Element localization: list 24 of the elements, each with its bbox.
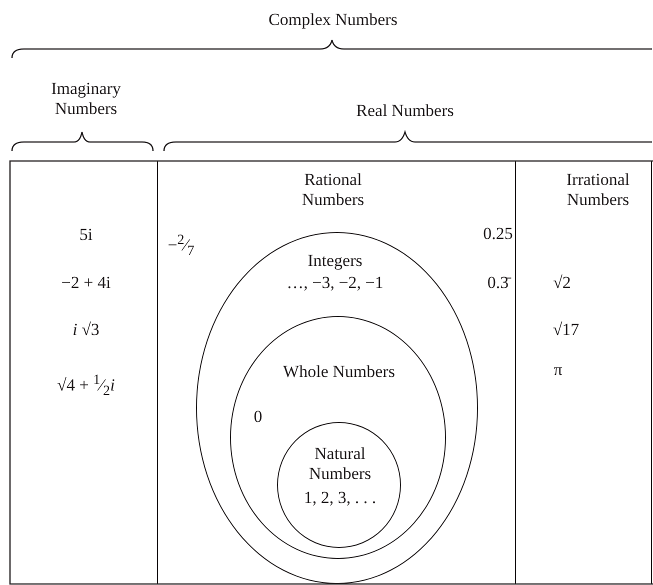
set-label: Real Numbers	[356, 101, 454, 121]
number-example: √2	[553, 273, 571, 293]
number-example: √17	[552, 320, 580, 340]
number-example: 0.25	[483, 224, 513, 244]
set-label: Rational Numbers	[300, 170, 366, 210]
number-example: 0.3̄	[487, 273, 509, 293]
number-example: 0	[254, 407, 262, 427]
set-ellipse	[196, 232, 478, 584]
number-example: 5i	[79, 225, 93, 245]
number-example: √4 + $^{1}$⁄$_{2}$i	[57, 371, 115, 402]
set-label: Natural Numbers	[308, 444, 372, 484]
set-label: Whole Numbers	[283, 362, 395, 382]
number-example: −2 + 4i	[61, 273, 111, 293]
number-example: i √3	[72, 320, 100, 340]
number-example: −$^{2}$⁄$_{7}$	[168, 231, 194, 262]
number-example: π	[554, 360, 562, 380]
set-label: Integers	[308, 251, 362, 271]
set-label: Irrational Numbers	[565, 170, 631, 210]
set-label: Complex Numbers	[268, 10, 398, 30]
number-example: 1, 2, 3, . . .	[304, 488, 376, 508]
set-ellipse	[230, 316, 446, 559]
set-circle	[277, 422, 401, 548]
number-example: …, −3, −2, −1	[286, 273, 384, 293]
set-label: Imaginary Numbers	[50, 79, 122, 119]
